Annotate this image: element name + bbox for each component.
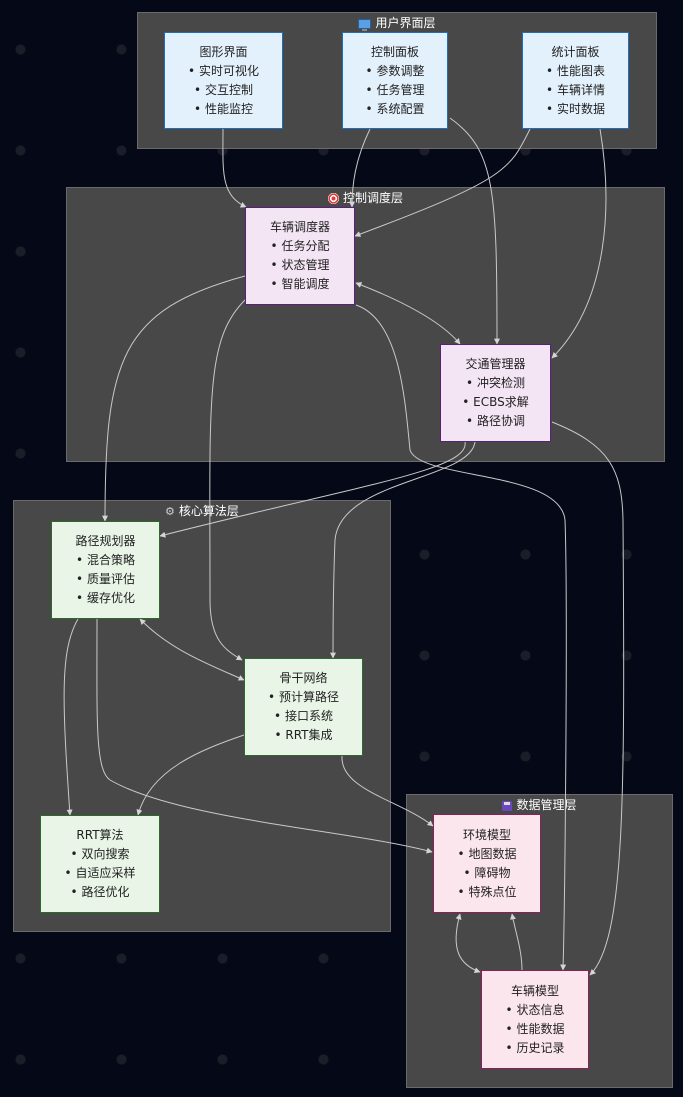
node-item: 任务分配 (271, 237, 329, 256)
data-layer-title: 数据管理层 (407, 795, 672, 815)
node-title: 环境模型 (462, 827, 511, 842)
node-title: 车辆调度器 (269, 220, 330, 234)
backbone-network-node: 骨干网络 预计算路径 接口系统 RRT集成 (244, 658, 363, 756)
node-item: 双向搜索 (71, 845, 129, 864)
control-panel-node: 控制面板 参数调整 任务管理 系统配置 (342, 32, 448, 129)
control-layer-title: 控制调度层 (67, 188, 664, 208)
node-title: 交通管理器 (465, 357, 526, 371)
env-model-node: 环境模型 地图数据 障碍物 特殊点位 (433, 814, 541, 913)
node-title: 路径规划器 (75, 534, 136, 548)
monitor-icon (358, 18, 372, 31)
gui-node: 图形界面 实时可视化 交互控制 性能监控 (164, 32, 283, 129)
node-item: 状态信息 (506, 1001, 564, 1020)
node-item: 地图数据 (458, 845, 516, 864)
node-title: 骨干网络 (279, 671, 328, 685)
node-item: ECBS求解 (462, 393, 529, 412)
node-item: 性能数据 (506, 1020, 564, 1039)
node-item: 预计算路径 (268, 688, 339, 707)
node-item: 自适应采样 (65, 864, 135, 883)
node-item: 任务管理 (366, 81, 424, 100)
target-icon (327, 193, 339, 204)
gear-icon: ⚙ (165, 504, 175, 518)
rrt-node: RRT算法 双向搜索 自适应采样 路径优化 (40, 815, 160, 913)
node-title: 统计面板 (551, 44, 600, 59)
ui-layer-title: 用户界面层 (138, 13, 656, 33)
node-item: 参数调整 (366, 62, 424, 81)
node-item: 混合策略 (76, 551, 135, 570)
traffic-manager-node: 交通管理器 冲突检测 ECBS求解 路径协调 (440, 344, 551, 442)
node-title: 控制面板 (370, 44, 419, 59)
node-item: 实时数据 (546, 100, 605, 119)
node-item: 冲突检测 (466, 374, 525, 393)
node-item: 车辆详情 (546, 81, 605, 100)
floppy-disk-icon (502, 800, 513, 811)
node-item: 路径优化 (71, 883, 129, 902)
node-item: 缓存优化 (76, 589, 135, 608)
node-title: 车辆模型 (510, 983, 559, 998)
node-item: 路径协调 (466, 412, 525, 431)
node-item: 智能调度 (271, 275, 329, 294)
stats-panel-node: 统计面板 性能图表 车辆详情 实时数据 (522, 32, 629, 129)
node-item: 接口系统 (274, 707, 333, 726)
node-item: RRT集成 (274, 726, 332, 745)
node-item: 系统配置 (366, 100, 424, 119)
node-item: 质量评估 (76, 570, 135, 589)
node-title: 图形界面 (199, 44, 248, 59)
node-item: 性能监控 (194, 100, 253, 119)
node-item: 状态管理 (271, 256, 329, 275)
vehicle-scheduler-node: 车辆调度器 任务分配 状态管理 智能调度 (245, 207, 355, 305)
node-title: RRT算法 (76, 828, 124, 842)
node-item: 实时可视化 (188, 62, 259, 81)
node-item: 障碍物 (464, 864, 510, 883)
node-item: 历史记录 (506, 1039, 564, 1058)
node-item: 性能图表 (546, 62, 605, 81)
node-item: 特殊点位 (458, 883, 516, 902)
node-item: 交互控制 (194, 81, 253, 100)
vehicle-model-node: 车辆模型 状态信息 性能数据 历史记录 (481, 970, 589, 1069)
algorithm-layer-title: ⚙核心算法层 (14, 501, 390, 521)
control-layer: 控制调度层 (66, 187, 665, 462)
path-planner-node: 路径规划器 混合策略 质量评估 缓存优化 (51, 521, 160, 619)
